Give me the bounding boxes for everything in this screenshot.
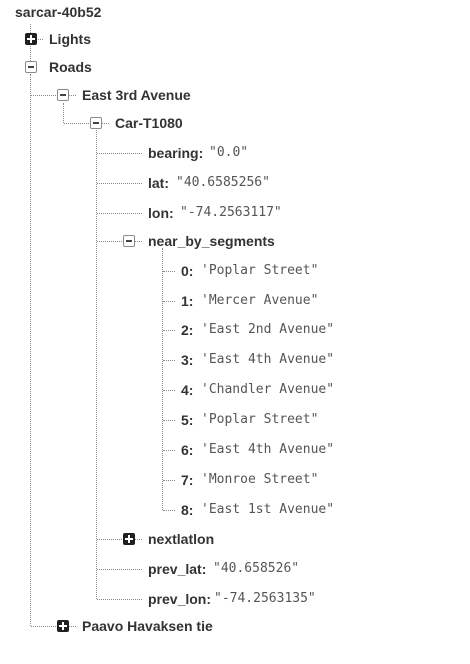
connector-car: [96, 130, 97, 599]
field-prev-lon-key[interactable]: prev_lon:: [148, 591, 212, 607]
hline-seg4: [163, 390, 175, 391]
field-lon-value[interactable]: "-74.2563117": [180, 205, 282, 220]
segment-3-value[interactable]: 'East 4th Avenue": [201, 352, 335, 367]
segment-7-key[interactable]: 7:: [181, 472, 194, 488]
field-bearing-key[interactable]: bearing:: [148, 145, 204, 161]
node-nextlatlon[interactable]: nextlatlon: [148, 531, 215, 547]
hline-east3rd: [31, 95, 76, 96]
connector-root: [30, 24, 31, 67]
segment-7-value[interactable]: 'Monroe Street": [201, 472, 319, 487]
collapse-east-3rd-icon[interactable]: [57, 89, 69, 101]
hline-seg3: [163, 360, 175, 361]
collapse-car-icon[interactable]: [90, 117, 102, 129]
hline-seg2: [163, 330, 175, 331]
root-label[interactable]: sarcar-40b52: [15, 4, 102, 20]
expand-lights-icon[interactable]: [25, 33, 37, 45]
segment-2-key[interactable]: 2:: [181, 322, 194, 338]
hline-seg1: [163, 301, 175, 302]
segment-8-value[interactable]: 'East 1st Avenue": [201, 502, 335, 517]
segment-6-key[interactable]: 6:: [181, 442, 194, 458]
segment-4-key[interactable]: 4:: [181, 382, 194, 398]
hline-bearing: [97, 153, 142, 154]
collapse-near-by-segments-icon[interactable]: [123, 235, 135, 247]
hline-seg8: [163, 510, 175, 511]
expand-paavo-icon[interactable]: [57, 620, 69, 632]
collapse-roads-icon[interactable]: [25, 61, 37, 73]
segment-5-value[interactable]: 'Poplar Street": [201, 412, 319, 427]
hline-paavo: [31, 626, 76, 627]
segment-1-key[interactable]: 1:: [181, 293, 194, 309]
segment-8-key[interactable]: 8:: [181, 502, 194, 518]
connector-east3rd: [63, 103, 64, 123]
segment-0-value[interactable]: 'Poplar Street": [201, 263, 319, 278]
node-roads[interactable]: Roads: [49, 59, 92, 75]
hline-lat: [97, 183, 142, 184]
segment-3-key[interactable]: 3:: [181, 352, 194, 368]
field-prev-lat-value[interactable]: "40.658526": [213, 561, 300, 576]
segment-0-key[interactable]: 0:: [181, 263, 194, 279]
hline-lights: [31, 39, 43, 40]
field-bearing-value[interactable]: "0.0": [209, 145, 249, 160]
node-paavo-havaksen-tie[interactable]: Paavo Havaksen tie: [82, 618, 213, 634]
node-car-t1080[interactable]: Car-T1080: [115, 115, 183, 131]
field-lat-value[interactable]: "40.6585256": [176, 175, 270, 190]
hline-prevlon: [97, 599, 142, 600]
segment-6-value[interactable]: 'East 4th Avenue": [201, 442, 335, 457]
hline-seg7: [163, 480, 175, 481]
hline-nbs: [97, 241, 142, 242]
expand-nextlatlon-icon[interactable]: [123, 533, 135, 545]
hline-seg5: [163, 420, 175, 421]
hline-nextlatlon: [97, 539, 142, 540]
hline-seg6: [163, 450, 175, 451]
hline-seg0: [163, 271, 175, 272]
segment-5-key[interactable]: 5:: [181, 412, 194, 428]
field-lat-key[interactable]: lat:: [148, 175, 169, 191]
connector-roads: [30, 74, 31, 626]
connector-segments: [162, 248, 163, 510]
field-prev-lon-value[interactable]: "-74.2563135": [214, 591, 316, 606]
node-east-3rd-avenue[interactable]: East 3rd Avenue: [82, 87, 191, 103]
node-near-by-segments[interactable]: near_by_segments: [148, 233, 275, 249]
field-lon-key[interactable]: lon:: [148, 205, 174, 221]
segment-1-value[interactable]: 'Mercer Avenue": [201, 293, 319, 308]
node-lights[interactable]: Lights: [49, 31, 91, 47]
hline-lon: [97, 213, 142, 214]
field-prev-lat-key[interactable]: prev_lat:: [148, 561, 207, 577]
hline-car: [64, 123, 109, 124]
segment-2-value[interactable]: 'East 2nd Avenue": [201, 322, 335, 337]
segment-4-value[interactable]: 'Chandler Avenue": [201, 382, 335, 397]
hline-prevlat: [97, 569, 142, 570]
